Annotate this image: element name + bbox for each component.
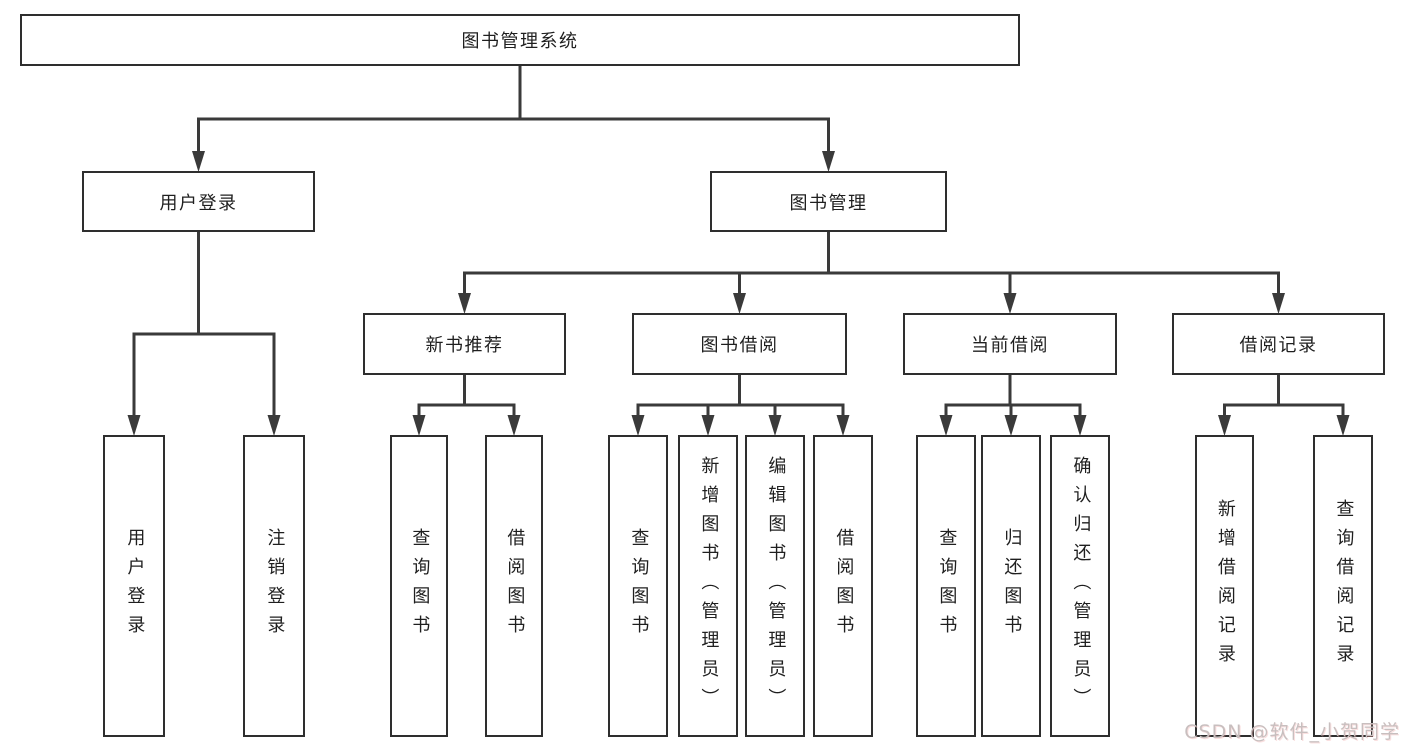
node-label: 用户登录 bbox=[124, 528, 146, 644]
node-label: 注销登录 bbox=[264, 528, 286, 644]
leaf-edit-books-admin: 编辑图书（管理员） bbox=[745, 435, 805, 737]
node-label: 借阅记录 bbox=[1239, 335, 1318, 356]
node-label: 新增图书（管理员） bbox=[698, 455, 720, 717]
node-label: 查询图书 bbox=[409, 528, 431, 644]
node-system-root: 图书管理系统 bbox=[20, 14, 1020, 66]
node-label: 图书管理 bbox=[789, 192, 868, 214]
leaf-query-borrow-record: 查询借阅记录 bbox=[1313, 435, 1373, 737]
node-current-borrowing: 当前借阅 bbox=[903, 313, 1117, 375]
node-label: 查询图书 bbox=[936, 528, 958, 644]
node-label: 图书借阅 bbox=[700, 335, 779, 356]
node-book-borrowing: 图书借阅 bbox=[632, 313, 847, 375]
node-book-management: 图书管理 bbox=[710, 171, 947, 232]
node-borrow-records: 借阅记录 bbox=[1172, 313, 1385, 375]
leaf-confirm-return-admin: 确认归还（管理员） bbox=[1050, 435, 1110, 737]
leaf-borrow-books-2: 借阅图书 bbox=[813, 435, 873, 737]
node-new-book-recommend: 新书推荐 bbox=[363, 313, 566, 375]
leaf-logout: 注销登录 bbox=[243, 435, 305, 737]
leaf-borrow-books: 借阅图书 bbox=[485, 435, 543, 737]
leaf-return-books: 归还图书 bbox=[981, 435, 1041, 737]
node-label: 确认归还（管理员） bbox=[1070, 455, 1092, 717]
node-label: 编辑图书（管理员） bbox=[765, 455, 787, 717]
node-user-login: 用户登录 bbox=[82, 171, 315, 232]
csdn-watermark: CSDN @软件_小贺同学 bbox=[1184, 721, 1400, 743]
leaf-query-books: 查询图书 bbox=[390, 435, 448, 737]
node-label: 借阅图书 bbox=[833, 528, 855, 644]
leaf-query-books-3: 查询图书 bbox=[916, 435, 976, 737]
node-label: 查询图书 bbox=[628, 528, 650, 644]
node-label: 归还图书 bbox=[1001, 528, 1023, 644]
leaf-query-books-2: 查询图书 bbox=[608, 435, 668, 737]
leaf-user-login: 用户登录 bbox=[103, 435, 165, 737]
leaf-add-borrow-record: 新增借阅记录 bbox=[1195, 435, 1254, 737]
node-label: 借阅图书 bbox=[504, 528, 526, 644]
node-label: 新增借阅记录 bbox=[1214, 499, 1236, 673]
node-label: 图书管理系统 bbox=[461, 31, 579, 52]
leaf-add-books-admin: 新增图书（管理员） bbox=[678, 435, 738, 737]
node-label: 当前借阅 bbox=[971, 335, 1049, 356]
node-label: 查询借阅记录 bbox=[1333, 499, 1355, 673]
node-label: 用户登录 bbox=[159, 192, 238, 214]
node-label: 新书推荐 bbox=[425, 335, 504, 356]
